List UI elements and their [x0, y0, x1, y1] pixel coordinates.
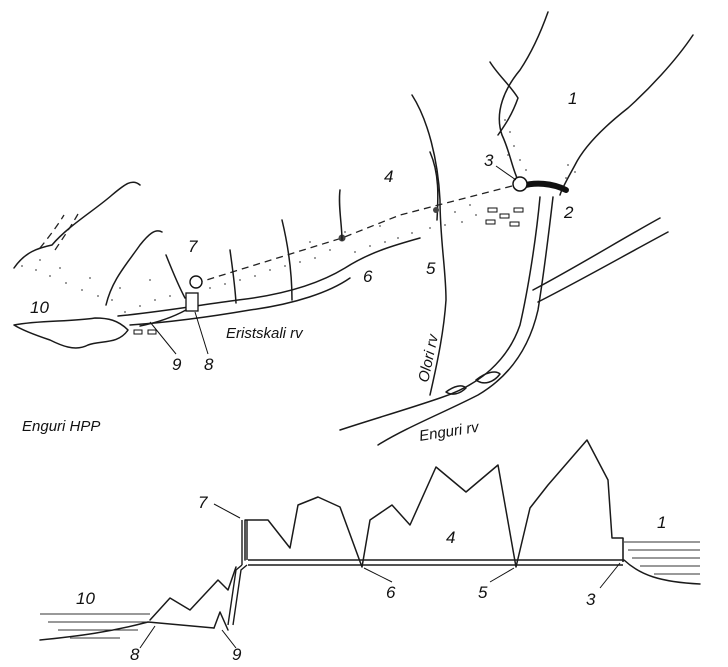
penstock: [227, 564, 243, 626]
enguri-river-bank-right: [377, 196, 554, 446]
powerhouse-surge-tank: [189, 275, 203, 289]
ridge-dashed-2: [54, 213, 79, 251]
plan-label-7: 7: [188, 237, 198, 256]
enguri-tributary-right-b: [537, 231, 669, 303]
profile-leader-3: [599, 562, 621, 589]
leader-8: [194, 311, 209, 355]
powerhouse: [185, 292, 199, 312]
enguri-tributary-right-a: [532, 217, 661, 291]
ridge-upper: [13, 181, 141, 269]
plan-label-9: 9: [172, 355, 182, 374]
profile-label-4: 4: [446, 528, 455, 547]
penstock-inner: [232, 564, 248, 626]
slope-5: [165, 254, 186, 299]
lower-terrain: [149, 566, 237, 621]
plan-label-6: 6: [363, 267, 373, 286]
enguri-river-label: Enguri rv: [418, 419, 481, 445]
reservoir-shoreline-left: [498, 11, 549, 181]
plan-building-4: [513, 207, 524, 213]
plan-label-3: 3: [484, 151, 494, 170]
olori-river: [411, 94, 447, 396]
plan-building-1: [487, 207, 498, 213]
profile-label-1: 1: [657, 513, 666, 532]
tailrace: [139, 309, 187, 327]
olori-river-branch: [429, 151, 439, 221]
tributary-upper-left: [489, 61, 519, 136]
profile-label-6: 6: [386, 583, 396, 602]
profile-leader-8: [139, 625, 156, 649]
river-island-1: [475, 371, 501, 384]
plan-building-3: [485, 219, 496, 225]
river-island-2: [445, 385, 467, 395]
plan-label-8: 8: [204, 355, 214, 374]
profile-label-8: 8: [130, 645, 140, 664]
reservoir-bed: [623, 559, 701, 585]
adit-5: [433, 207, 439, 213]
enguri-river-bank-left: [339, 196, 541, 431]
slope-4: [338, 189, 343, 241]
ridge-dashed-1: [39, 214, 65, 249]
lower-reservoir-shoreline: [13, 317, 129, 349]
leader-3: [495, 165, 517, 181]
plan-label-1: 1: [568, 89, 577, 108]
profile-leader-5: [489, 567, 515, 583]
mountain-profile: [244, 439, 624, 568]
lower-reservoir-bed: [39, 621, 215, 641]
plan-label-10: 10: [30, 298, 49, 317]
lower-reservoir-water: [40, 613, 150, 639]
headrace-tunnel: [199, 185, 513, 283]
eristskali-river-label: Eristskali rv: [226, 325, 304, 342]
reservoir-shoreline-right: [559, 34, 694, 196]
stipple-texture: [21, 119, 576, 313]
profile-label-7: 7: [198, 493, 208, 512]
intake: [512, 176, 528, 192]
plan-marker-a: [133, 329, 143, 335]
dam: [519, 180, 569, 193]
plan-building-2: [499, 213, 510, 219]
profile-view: 1 3 4 5 6 7 8 9 10: [39, 439, 701, 664]
profile-label-3: 3: [586, 590, 596, 609]
caption: Enguri HPP: [22, 418, 100, 435]
plan-marker-b: [147, 329, 157, 335]
profile-label-5: 5: [478, 583, 488, 602]
profile-leader-9: [221, 629, 237, 649]
slope-2: [229, 249, 237, 304]
plan-building-5: [509, 221, 520, 227]
profile-leader-7: [213, 503, 241, 519]
plan-view: 1 2 3 4 5 6 7 8 9 10 Eristskali rv Olori…: [13, 11, 694, 446]
slope-3: [281, 219, 293, 301]
leader-9: [149, 321, 177, 355]
plan-label-4: 4: [384, 167, 393, 186]
profile-leader-6: [363, 567, 393, 583]
upper-reservoir-water: [624, 541, 700, 575]
plan-label-2: 2: [563, 203, 574, 222]
eristskali-river-bank-upper: [117, 237, 421, 317]
slope-1: [105, 230, 163, 306]
profile-label-10: 10: [76, 589, 95, 608]
eristskali-river-bank-lower: [129, 277, 351, 326]
powerhouse-profile: [213, 611, 229, 631]
plan-label-5: 5: [426, 259, 436, 278]
profile-label-9: 9: [232, 645, 242, 664]
